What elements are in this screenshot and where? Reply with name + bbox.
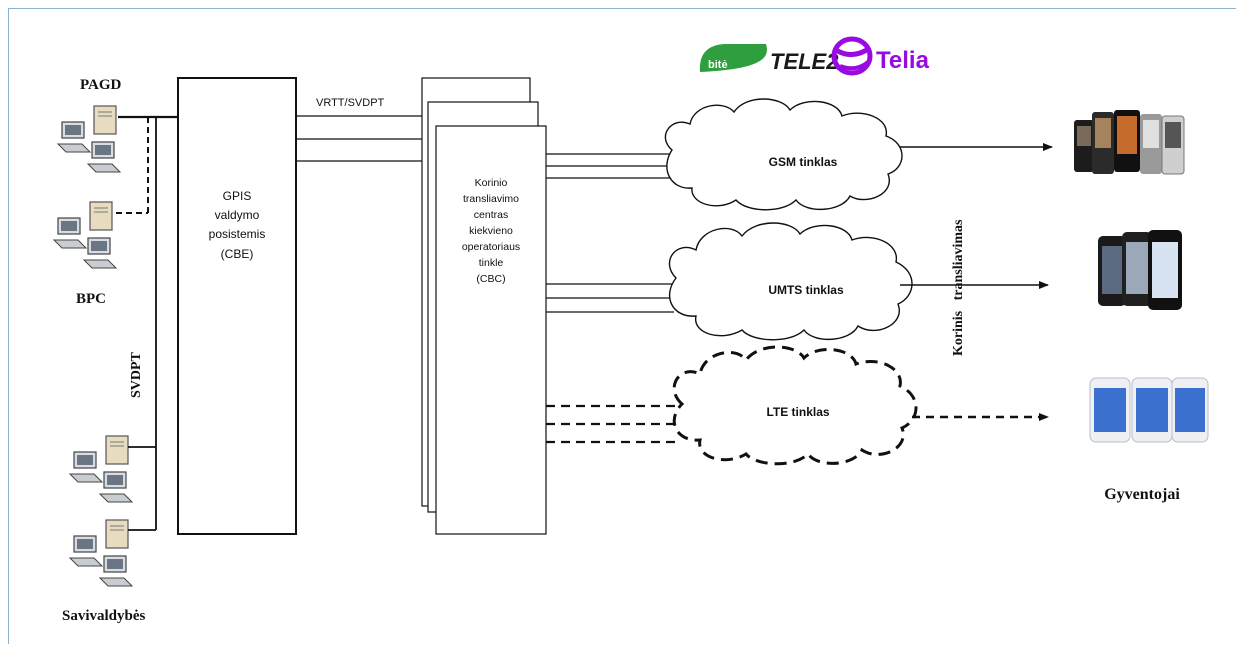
bpc-computer-icon xyxy=(53,201,117,269)
telia-logo: Telia xyxy=(876,47,930,74)
cbc-line-1: Korinio xyxy=(475,177,508,189)
cbc-line-5: operatoriaus xyxy=(462,241,520,253)
lte-cloud xyxy=(672,345,918,466)
pagd-computer-icon xyxy=(57,105,121,173)
umts-cloud xyxy=(668,222,913,341)
cbe-line-4: (CBE) xyxy=(221,247,254,261)
gsm-phones-icon xyxy=(1074,110,1185,175)
cbc-line-6: tinkle xyxy=(479,257,504,269)
lte-network-label: LTE tinklas xyxy=(766,405,829,419)
cbc-line-4: kiekvieno xyxy=(469,225,513,237)
svdpt-label: SVDPT xyxy=(129,351,144,398)
diagram-frame xyxy=(8,8,1236,644)
bite-logo: bitė xyxy=(699,44,767,72)
savivaldybes-label: Savivaldybės xyxy=(62,608,146,624)
tele2-logo: TELE2 xyxy=(770,49,839,74)
cbe-box xyxy=(177,77,297,535)
cbe-line-3: posistemis xyxy=(209,227,266,241)
cbc-line-3: centras xyxy=(474,209,508,221)
cbc-box-text: Korinio transliavimo centras kiekvieno o… xyxy=(462,177,520,285)
telia-logo-icon xyxy=(831,36,873,76)
cbe-line-1: GPIS xyxy=(223,189,252,203)
savivaldybe-computer-icon-2 xyxy=(69,519,133,587)
umts-network-label: UMTS tinklas xyxy=(768,283,844,297)
lte-phones-icon xyxy=(1089,377,1209,443)
umts-phones-icon xyxy=(1098,230,1182,310)
cbe-line-2: valdymo xyxy=(215,208,260,222)
recipients-label: Gyventojai xyxy=(1104,486,1180,503)
cbc-box-front xyxy=(435,125,547,535)
gsm-cloud xyxy=(664,98,903,211)
pagd-label: PAGD xyxy=(80,77,122,93)
vrtt-svdpt-label: VRTT/SVDPT xyxy=(316,97,385,109)
cbc-line-7: (CBC) xyxy=(476,273,505,285)
cbc-line-2: transliavimo xyxy=(463,193,519,205)
bpc-label: BPC xyxy=(76,291,106,307)
gsm-network-label: GSM tinklas xyxy=(769,155,838,169)
savivaldybe-computer-icon-1 xyxy=(69,435,133,503)
bite-logo-text: bitė xyxy=(708,59,728,71)
broadcast-label: Korinis transliavimas xyxy=(951,219,966,356)
